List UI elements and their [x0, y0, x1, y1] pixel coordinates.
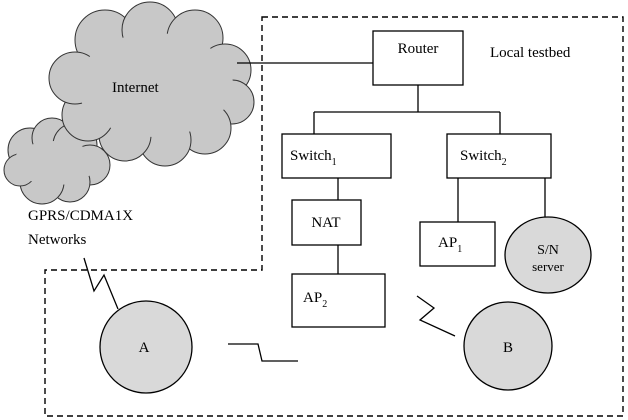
ap1-label: AP1 — [438, 235, 462, 255]
node-a — [99, 300, 193, 394]
internet-label: Internet — [112, 80, 159, 96]
nat-box — [291, 199, 362, 246]
node-b-label: B — [503, 340, 513, 356]
internet-cloud — [48, 1, 255, 167]
nat-label: NAT — [311, 215, 340, 231]
router-label: Router — [398, 41, 439, 57]
cellular-network-cloud — [3, 117, 111, 205]
local-testbed-boundary — [44, 16, 624, 417]
router-switch-links — [313, 85, 501, 134]
cellular-wireless-link-icon — [83, 257, 119, 310]
ap2-label: AP2 — [303, 290, 327, 310]
cellular-network-label-line2: Networks — [28, 232, 86, 248]
cellular-network-label-line1: GPRS/CDMA1X — [28, 208, 133, 224]
ap2-b-wireless-link-icon — [416, 295, 456, 337]
node-b — [463, 301, 553, 391]
switch1-label: Switch1 — [290, 148, 337, 168]
switch2-ap1-sn-links — [457, 178, 546, 222]
local-testbed-label: Local testbed — [490, 45, 571, 61]
sn-server-node — [504, 216, 592, 294]
switch1-box — [281, 133, 392, 179]
node-a-label: A — [139, 340, 150, 356]
switch2-box — [446, 133, 552, 179]
ap2-box — [291, 273, 386, 328]
ap1-box — [419, 221, 496, 267]
sn-server-label-line1: S/N — [537, 243, 559, 258]
router-box — [372, 30, 464, 86]
a-b-wireless-link-icon — [228, 343, 298, 362]
switch2-label: Switch2 — [460, 148, 507, 168]
sn-server-label-line2: server — [532, 259, 564, 274]
